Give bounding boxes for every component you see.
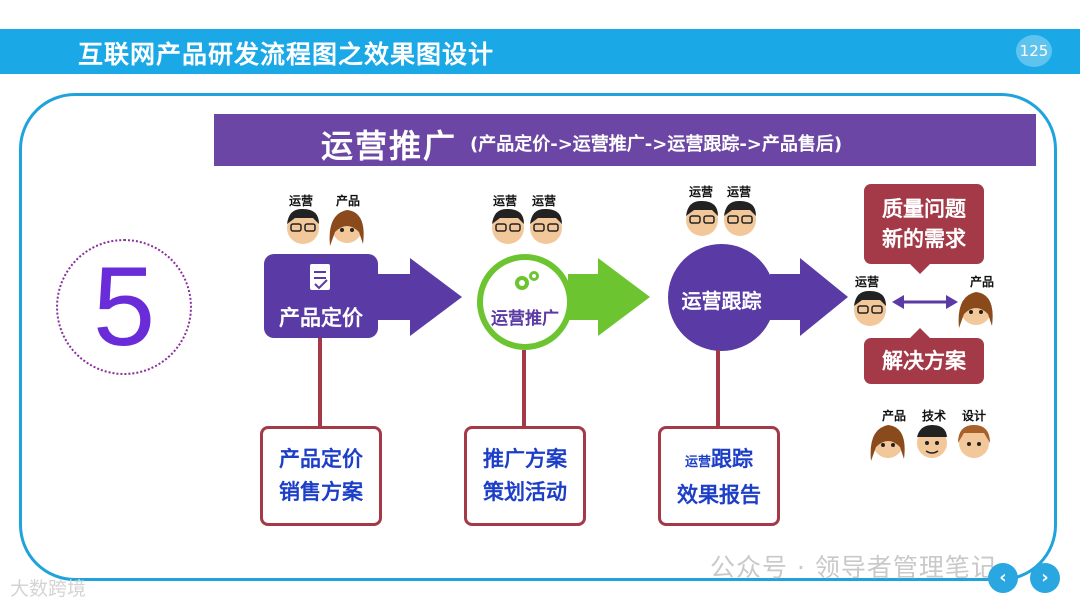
team-role-3: 设计 [962, 409, 987, 423]
page-title: 互联网产品研发流程图之效果图设计 [78, 40, 495, 69]
document-icon [310, 264, 330, 290]
prev-arrow-icon[interactable]: ‹ [988, 563, 1018, 593]
banner-subtitle: (产品定价->运营推广->运营跟踪->产品售后) [470, 134, 843, 155]
arrow-1 [372, 258, 462, 336]
stage2-label: 运营推广 [491, 309, 559, 329]
stage1-detail-line1: 产品定价 [279, 447, 363, 471]
male-avatar-icon [854, 290, 886, 326]
step-number: 5 [92, 244, 156, 369]
stage1-connector [318, 338, 322, 428]
engineer-avatar-icon [917, 425, 947, 458]
aftersale-left-avatar [854, 290, 886, 326]
page-number-badge: 125 [1016, 35, 1052, 67]
stage1-node: 产品定价 [264, 254, 378, 338]
stage1-role-2: 产品 [336, 194, 361, 208]
watermark-text: 公众号 · 领导者管理笔记 [710, 553, 997, 582]
stage1-label: 产品定价 [279, 306, 363, 330]
stage3-detail-rest: 跟踪 [711, 447, 753, 471]
stage3-detail-box: 运营跟踪 效果报告 [658, 426, 780, 526]
team-avatars [870, 425, 990, 461]
stage2-role-1: 运营 [493, 194, 518, 208]
male-avatar-icon [724, 200, 756, 236]
stage1-avatars [287, 208, 364, 246]
corner-mark: 大数跨境 [10, 578, 87, 600]
gears-icon [515, 271, 539, 290]
stage3-connector [716, 350, 720, 428]
stage2-detail-line2: 策划活动 [483, 480, 567, 504]
stage2-node: 运营推广 [477, 254, 573, 350]
arrow-3 [770, 258, 848, 336]
female-avatar-icon [958, 292, 993, 328]
stage3-detail-line2: 效果报告 [677, 483, 761, 507]
stage2-connector [522, 350, 526, 428]
stage3-role-1: 运营 [689, 185, 714, 199]
banner-title: 运营推广 [321, 127, 458, 165]
stage3-label: 运营跟踪 [681, 289, 762, 313]
issues-line1: 质量问题 [882, 197, 966, 221]
stage3-detail-small: 运营 [684, 455, 711, 470]
stage3-detail-line1: 运营跟踪 [661, 443, 777, 479]
stage2-role-2: 运营 [532, 194, 557, 208]
step-number-circle: 5 [56, 239, 192, 375]
content-frame [19, 93, 1057, 581]
stage1-detail-box: 产品定价 销售方案 [260, 426, 382, 526]
header-bar: 互联网产品研发流程图之效果图设计 125 [0, 29, 1080, 74]
stage3-node: 运营跟踪 [668, 244, 775, 351]
team-role-1: 产品 [882, 409, 907, 423]
stage3-role-2: 运营 [727, 185, 752, 199]
male-avatar-icon [530, 208, 562, 244]
next-arrow-icon[interactable]: › [1030, 563, 1060, 593]
stage1-detail-line2: 销售方案 [279, 480, 363, 504]
male-avatar-icon [492, 208, 524, 244]
solution-callout: 解决方案 [864, 338, 984, 384]
male-avatar-icon [686, 200, 718, 236]
stage2-avatars [492, 208, 562, 244]
solution-label: 解决方案 [882, 349, 966, 373]
stage2-detail-box: 推广方案 策划活动 [464, 426, 586, 526]
team-role-2: 技术 [922, 409, 947, 423]
stage-banner: 运营推广 (产品定价->运营推广->运营跟踪->产品售后) [214, 114, 1036, 166]
aftersale-left-role: 运营 [855, 275, 880, 289]
female-avatar-icon [870, 425, 905, 461]
issues-line2: 新的需求 [882, 227, 966, 251]
male-avatar-icon [287, 208, 319, 244]
arrow-2 [568, 258, 650, 336]
issues-callout: 质量问题 新的需求 [864, 184, 984, 264]
aftersale-right-role: 产品 [970, 275, 995, 289]
designer-avatar-icon [958, 425, 990, 458]
issues-callout-tail [908, 262, 932, 274]
double-arrow [892, 295, 958, 309]
stage1-role-1: 运营 [289, 194, 314, 208]
stage2-detail-line1: 推广方案 [483, 447, 567, 471]
stage3-avatars [686, 200, 756, 236]
aftersale-right-avatar [958, 292, 993, 328]
female-avatar-icon [329, 210, 364, 246]
solution-callout-tail [908, 328, 932, 340]
